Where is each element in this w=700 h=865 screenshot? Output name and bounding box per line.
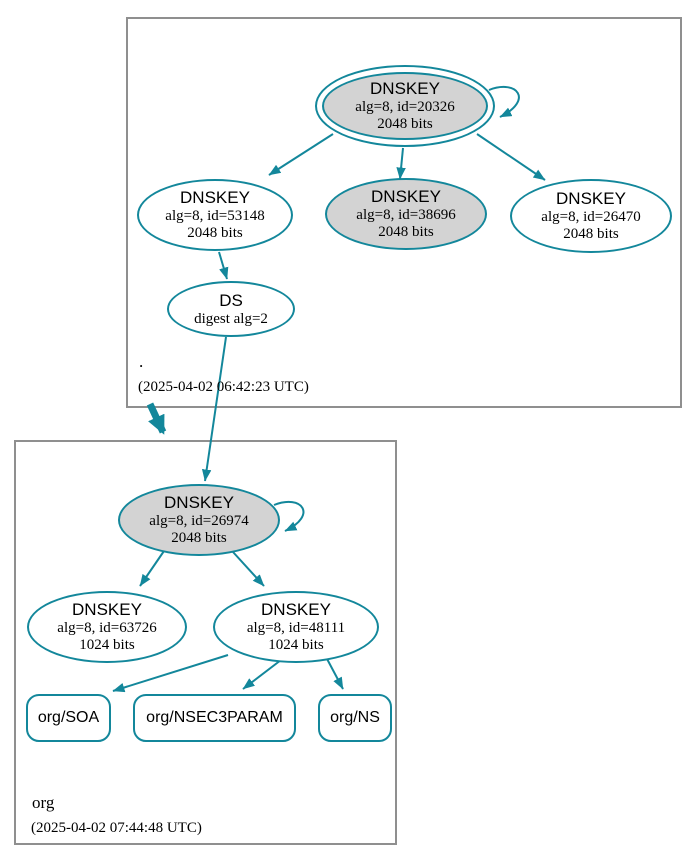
node-detail: alg=8, id=26470 <box>541 209 641 225</box>
node-title: DNSKEY <box>180 188 250 207</box>
node-detail: alg=8, id=63726 <box>57 620 157 636</box>
node-title: DNSKEY <box>370 79 440 98</box>
node-title: DNSKEY <box>556 189 626 208</box>
node-title: DNSKEY <box>72 600 142 619</box>
rrset-label: org/NSEC3PARAM <box>146 709 283 726</box>
edge-root-zone-to-org-zone <box>146 402 167 435</box>
node-dnskey-26470[interactable]: DNSKEY alg=8, id=26470 2048 bits <box>510 179 672 253</box>
node-rrset-org-nsec3param[interactable]: org/NSEC3PARAM <box>133 694 296 742</box>
zone-label-root: . <box>139 352 144 371</box>
node-dnskey-53148[interactable]: DNSKEY alg=8, id=53148 2048 bits <box>137 179 293 251</box>
node-detail: alg=8, id=38696 <box>356 207 456 223</box>
node-title: DNSKEY <box>261 600 331 619</box>
node-dnskey-48111[interactable]: DNSKEY alg=8, id=48111 1024 bits <box>213 591 379 663</box>
node-detail: alg=8, id=20326 <box>355 99 455 115</box>
node-rrset-org-soa[interactable]: org/SOA <box>26 694 111 742</box>
node-detail: alg=8, id=53148 <box>165 208 265 224</box>
node-detail: alg=8, id=48111 <box>246 620 346 636</box>
node-detail: 1024 bits <box>79 637 135 653</box>
node-rrset-org-ns[interactable]: org/NS <box>318 694 392 742</box>
node-title: DNSKEY <box>164 493 234 512</box>
rrset-label: org/NS <box>330 709 380 726</box>
rrset-label: org/SOA <box>37 709 100 726</box>
node-detail: alg=8, id=26974 <box>149 513 249 529</box>
node-title: DNSKEY <box>371 187 441 206</box>
node-detail: 2048 bits <box>563 226 619 242</box>
node-title: DS <box>219 290 243 310</box>
zone-timestamp-org: (2025-04-02 07:44:48 UTC) <box>31 820 202 836</box>
zone-timestamp-root: (2025-04-02 06:42:23 UTC) <box>138 379 309 395</box>
node-detail: digest alg=2 <box>194 310 268 327</box>
node-dnskey-20326-ksk[interactable]: DNSKEY alg=8, id=20326 2048 bits <box>315 65 495 147</box>
node-detail: 2048 bits <box>187 225 243 241</box>
node-ds-root[interactable]: DS digest alg=2 <box>167 281 295 337</box>
node-detail: 2048 bits <box>377 116 433 132</box>
node-dnskey-20326-inner: DNSKEY alg=8, id=20326 2048 bits <box>322 72 488 140</box>
node-detail: 1024 bits <box>268 637 324 653</box>
node-dnskey-26974-ksk[interactable]: DNSKEY alg=8, id=26974 2048 bits <box>118 484 280 556</box>
node-detail: 2048 bits <box>171 530 227 546</box>
node-dnskey-63726[interactable]: DNSKEY alg=8, id=63726 1024 bits <box>27 591 187 663</box>
node-detail: 2048 bits <box>378 224 434 240</box>
zone-label-org: org <box>32 793 55 812</box>
node-dnskey-38696[interactable]: DNSKEY alg=8, id=38696 2048 bits <box>325 178 487 250</box>
zone-box-root <box>126 17 682 408</box>
